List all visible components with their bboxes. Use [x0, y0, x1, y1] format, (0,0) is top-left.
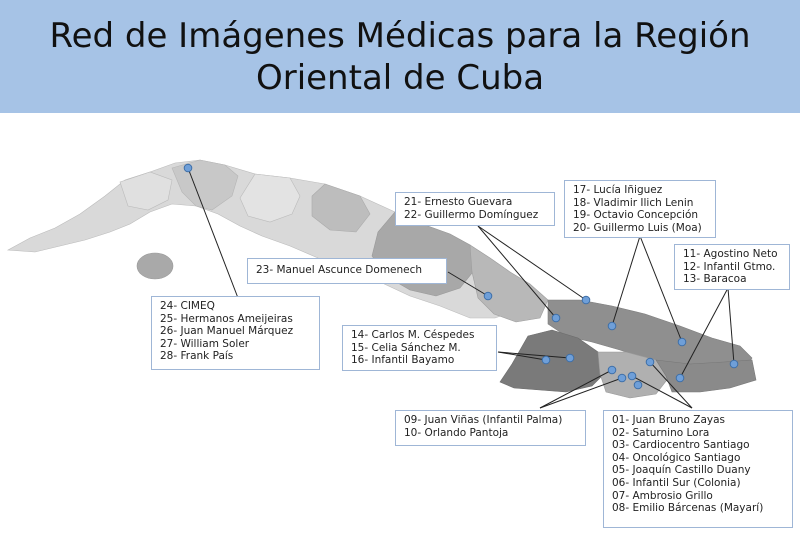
label-line: 28- Frank País: [160, 350, 234, 363]
leader-palma-1: [539, 369, 613, 409]
marker-tunas-1: [551, 313, 561, 323]
label-line: 01- Juan Bruno Zayas: [612, 414, 726, 426]
label-line: 19- Octavio Concepción: [573, 209, 699, 222]
leader-gtmo-2: [727, 287, 735, 365]
marker-holguin-2: [677, 337, 687, 347]
page-title: Red de Imágenes Médicas para la Región O…: [49, 15, 751, 98]
label-line: 12- Infantil Gtmo.: [683, 260, 776, 273]
label-line: 04- Oncológico Santiago: [612, 451, 741, 464]
label-line: 24- CIMEQ: [160, 300, 215, 312]
cuba-east-guantanamo: [655, 359, 757, 393]
leader-granma-2: [497, 351, 571, 359]
leader-santiago-1: [649, 361, 693, 409]
label-line: 21- Ernesto Guevara: [404, 196, 513, 208]
region-band-3: [311, 183, 371, 233]
label-line: 14- Carlos M. Céspedes: [351, 329, 475, 341]
label-line: 17- Lucía Iñiguez: [573, 184, 663, 196]
leader-tunas-2: [477, 225, 587, 301]
label-box-santiago: 01- Juan Bruno Zayas 02- Saturnino Lora …: [603, 410, 793, 528]
label-box-guantanamo: 11- Agostino Neto 12- Infantil Gtmo. 13-…: [674, 244, 790, 290]
marker-tunas-2: [581, 295, 591, 305]
label-box-palma: 09- Juan Viñas (Infantil Palma) 10- Orla…: [395, 410, 586, 446]
label-line: 15- Celia Sánchez M.: [351, 341, 461, 354]
label-line: 20- Guillermo Luis (Moa): [573, 221, 702, 234]
marker-santiago-3: [633, 380, 643, 390]
label-box-havana: 24- CIMEQ 25- Hermanos Ameijeiras 26- Ju…: [151, 296, 320, 370]
marker-holguin-1: [607, 321, 617, 331]
leader-santiago-2: [631, 375, 693, 409]
marker-palma-2: [617, 373, 627, 383]
leader-havana: [187, 167, 239, 299]
label-box-camaguey: 23- Manuel Ascunce Domenech: [247, 258, 447, 284]
label-line: 13- Baracoa: [683, 273, 747, 286]
marker-santiago-2: [627, 371, 637, 381]
leader-tunas-1: [477, 225, 557, 319]
region-band-2: [239, 173, 301, 223]
leader-holguin-2: [639, 235, 683, 343]
leader-granma-1: [497, 351, 547, 361]
label-line: 23- Manuel Ascunce Domenech: [256, 264, 423, 276]
leader-holguin-1: [611, 235, 641, 327]
label-line: 07- Ambrosio Grillo: [612, 489, 713, 502]
marker-granma-1: [541, 355, 551, 365]
cuba-east-granma: [499, 329, 607, 393]
marker-gtmo-1: [675, 373, 685, 383]
leader-palma-2: [539, 377, 623, 409]
isla-de-la-juventud: [136, 252, 174, 280]
label-line: 11- Agostino Neto: [683, 248, 778, 260]
marker-havana: [183, 163, 193, 173]
label-box-holguin: 17- Lucía Iñiguez 18- Vladimir Ilich Len…: [564, 180, 716, 238]
label-line: 26- Juan Manuel Márquez: [160, 325, 294, 338]
label-line: 09- Juan Viñas (Infantil Palma): [404, 414, 563, 426]
label-line: 08- Emilio Bárcenas (Mayarí): [612, 502, 764, 515]
marker-granma-2: [565, 353, 575, 363]
label-line: 25- Hermanos Ameijeiras: [160, 312, 293, 325]
leader-gtmo-1: [679, 287, 729, 379]
label-line: 16- Infantil Bayamo: [351, 354, 455, 367]
marker-santiago-1: [645, 357, 655, 367]
label-line: 10- Orlando Pantoja: [404, 426, 509, 439]
label-line: 27- William Soler: [160, 337, 250, 350]
label-line: 22- Guillermo Domínguez: [404, 208, 539, 221]
label-line: 02- Saturnino Lora: [612, 426, 710, 439]
label-box-granma: 14- Carlos M. Céspedes 15- Celia Sánchez…: [342, 325, 497, 371]
region-band-4: [119, 171, 173, 211]
marker-gtmo-2: [729, 359, 739, 369]
marker-camaguey: [483, 291, 493, 301]
label-line: 05- Joaquín Castillo Duany: [612, 464, 751, 477]
title-banner: Red de Imágenes Médicas para la Región O…: [0, 0, 800, 113]
marker-palma-1: [607, 365, 617, 375]
label-box-las-tunas: 21- Ernesto Guevara 22- Guillermo Domíng…: [395, 192, 555, 226]
region-band-1: [171, 159, 239, 211]
label-line: 06- Infantil Sur (Colonia): [612, 476, 741, 489]
label-line: 03- Cardiocentro Santiago: [612, 439, 750, 452]
leader-camaguey: [447, 271, 489, 297]
label-line: 18- Vladimir Ilich Lenin: [573, 196, 694, 209]
